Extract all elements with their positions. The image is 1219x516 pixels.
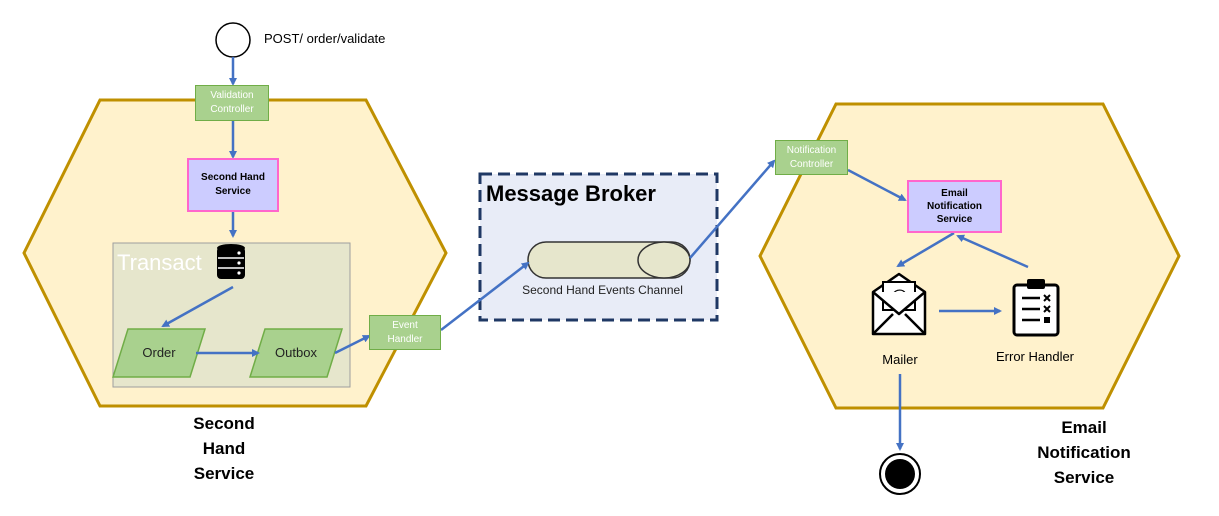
email-service-title-line-3: Service	[1053, 468, 1115, 487]
mailer-label: Mailer	[882, 352, 918, 367]
notification-controller-box[interactable]: Notification Controller	[775, 140, 848, 175]
second-hand-service-title-line-2: Hand	[202, 439, 246, 458]
second-hand-service-box-line-2: Service	[215, 186, 251, 197]
end-node	[879, 453, 921, 495]
event-handler-line-1: Event	[392, 319, 418, 331]
event-handler-box[interactable]: Event Handler	[369, 315, 441, 350]
envelope-icon: @	[871, 272, 927, 336]
second-hand-service-box-line-1: Second Hand	[201, 172, 265, 183]
arrow-error-handler-to-email-service	[956, 234, 1029, 269]
arrow-event-handler-to-channel	[440, 261, 530, 331]
arrow-controller-to-email-service	[847, 168, 907, 202]
error-handler-label: Error Handler	[995, 349, 1075, 364]
email-service-title-line-1: Email	[1061, 418, 1107, 437]
second-hand-service-box[interactable]: Second Hand Service	[187, 158, 279, 212]
start-node	[215, 22, 251, 58]
arrow-outbox-to-event-handler	[334, 334, 371, 355]
arrow-db-to-order	[161, 285, 234, 328]
second-hand-service-title: Second Hand Service	[174, 411, 274, 486]
validation-controller-box[interactable]: Validation Controller	[195, 85, 269, 121]
outbox-shape[interactable]	[248, 328, 344, 378]
second-hand-service-title-line-1: Second	[193, 414, 255, 433]
events-channel-cylinder	[527, 241, 691, 279]
order-label: Order	[142, 345, 176, 360]
notification-controller-line-1: Notification	[786, 144, 837, 156]
arrow-email-service-to-mailer	[896, 231, 955, 268]
email-notification-service-title: Email Notification Service	[1024, 415, 1144, 490]
message-broker-title: Message Broker	[486, 181, 656, 206]
second-hand-service-title-line-3: Service	[193, 464, 255, 483]
notification-controller-line-2: Controller	[789, 158, 834, 170]
email-service-box-line-3: Service	[936, 214, 973, 225]
email-notification-service-box[interactable]: Email Notification Service	[907, 180, 1002, 233]
outbox-label: Outbox	[275, 345, 317, 360]
validation-controller-line-2: Controller	[210, 104, 254, 115]
email-service-box-line-1: Email	[941, 188, 968, 199]
endpoint-label: POST/ order/validate	[264, 31, 386, 46]
event-handler-line-2: Handler	[387, 333, 423, 345]
order-shape[interactable]	[111, 328, 207, 378]
events-channel-label: Second Hand Events Channel	[522, 283, 683, 297]
email-service-box-line-2: Notification	[927, 201, 982, 212]
validation-controller-line-1: Validation	[210, 90, 254, 101]
clipboard-icon	[1012, 279, 1060, 337]
transact-label: Transact	[117, 250, 202, 275]
arrow-channel-to-notification-controller	[689, 159, 776, 259]
database-icon	[217, 244, 245, 279]
connector-arrows	[161, 57, 1029, 451]
email-service-title-line-2: Notification	[1037, 443, 1131, 462]
